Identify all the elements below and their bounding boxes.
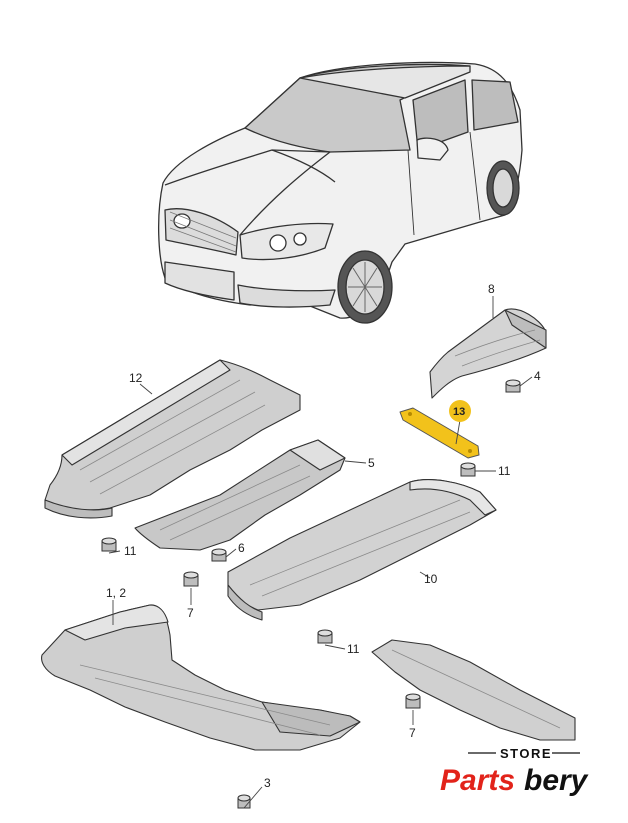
part-10-underbody-panel <box>227 479 497 621</box>
part-13-bracket <box>399 407 480 459</box>
car-illustration <box>158 61 523 324</box>
callout-3: 3 <box>264 776 271 790</box>
part-8-heat-shield <box>429 308 547 399</box>
partsbery-logo: STORE Parts bery <box>440 746 589 797</box>
callout-labels: 8 4 12 13 5 11 11 6 7 10 11 7 1, 2 3 <box>106 282 541 790</box>
logo-parts-text: Parts <box>440 764 515 797</box>
callout-5: 5 <box>368 456 375 470</box>
callout-13: 13 <box>453 406 465 418</box>
callout-11-right: 11 <box>498 464 511 478</box>
logo-bery-text: bery <box>524 764 589 797</box>
callout-6: 6 <box>238 541 245 555</box>
rear-underbody-piece <box>371 639 576 741</box>
callout-11-left: 11 <box>124 544 137 558</box>
callout-7-right: 7 <box>409 726 416 740</box>
callout-12: 12 <box>129 371 143 385</box>
callout-13-badge <box>449 400 471 422</box>
callout-4: 4 <box>534 369 541 383</box>
fasteners <box>101 379 521 809</box>
part-5-tunnel-shield <box>134 439 346 551</box>
part-1-2-undertray <box>41 604 361 751</box>
callout-7-left: 7 <box>187 606 194 620</box>
logo-store-text: STORE <box>500 746 552 761</box>
leader-lines <box>108 296 533 809</box>
callout-1-2: 1, 2 <box>106 586 126 600</box>
part-12-underbody-panel <box>44 359 301 519</box>
callout-11-center: 11 <box>347 642 360 656</box>
highlighted-bracket <box>399 407 480 459</box>
callout-8: 8 <box>488 282 495 296</box>
callout-10: 10 <box>424 572 438 586</box>
